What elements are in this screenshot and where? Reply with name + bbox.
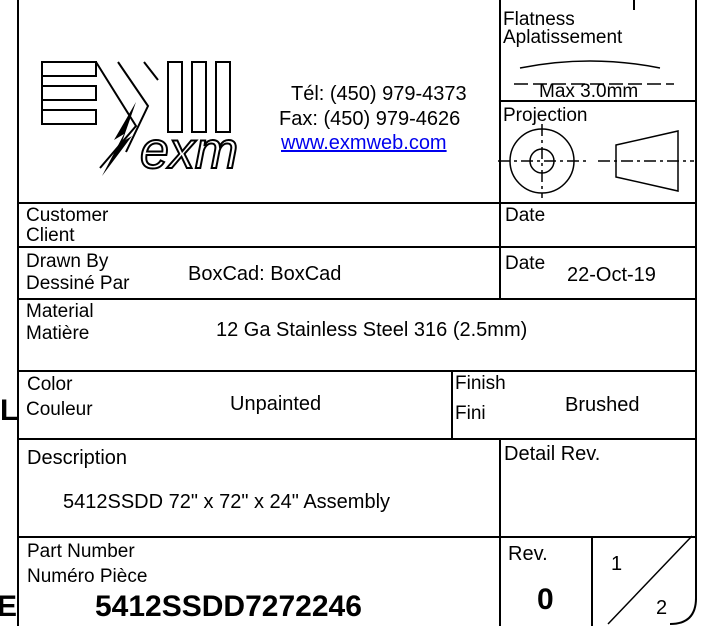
drawn-by-label-fr: Dessiné Par — [26, 273, 130, 294]
finish-divider — [451, 370, 453, 438]
exm-logo: exm — [41, 61, 239, 181]
flatness-label-fr: Aplatissement — [503, 27, 623, 48]
finish-label-fr: Fini — [455, 403, 486, 424]
row-divider-drawn — [17, 246, 697, 248]
company-website-link[interactable]: www.exmweb.com — [281, 132, 447, 154]
projection-label: Projection — [503, 105, 588, 126]
flatness-divider — [499, 100, 697, 102]
row-divider-description — [17, 438, 697, 440]
rev-value: 0 — [537, 583, 554, 616]
row-divider-color — [17, 370, 697, 372]
company-fax: Fax: (450) 979-4626 — [279, 108, 461, 130]
edge-mark-bottom: E — [0, 592, 17, 622]
part-number-label-fr: Numéro Pièce — [27, 566, 148, 587]
color-value: Unpainted — [230, 393, 322, 415]
finish-value: Brushed — [565, 394, 640, 416]
part-number-value: 5412SSDD7272246 — [95, 590, 362, 623]
description-label: Description — [27, 447, 128, 469]
flatness-max-value: Max 3.0mm — [539, 81, 639, 102]
sheet-current: 1 — [611, 553, 623, 575]
color-label-en: Color — [27, 374, 73, 395]
part-number-label-en: Part Number — [27, 541, 135, 562]
third-angle-projection-symbol — [498, 124, 694, 198]
row-divider-material — [17, 298, 697, 300]
description-value: 5412SSDD 72" x 72" x 24" Assembly — [63, 491, 391, 513]
flatness-label-en: Flatness — [503, 9, 575, 30]
material-label-fr: Matière — [26, 323, 90, 344]
date-top-label: Date — [505, 205, 546, 226]
drawn-by-label-en: Drawn By — [26, 251, 109, 272]
row-divider-customer — [17, 202, 697, 204]
customer-label-fr: Client — [26, 225, 75, 246]
sheet-slash-divider — [607, 535, 693, 625]
finish-label-en: Finish — [455, 373, 506, 394]
date-drawn-label: Date — [505, 253, 546, 274]
frame-right-border — [695, 0, 697, 600]
sheet-divider — [591, 536, 593, 626]
detail-rev-divider — [499, 438, 501, 626]
row-divider-part — [17, 536, 697, 538]
detail-rev-label: Detail Rev. — [504, 443, 601, 465]
frame-left-border — [17, 0, 19, 626]
exm-logo-text: exm — [140, 122, 238, 180]
drawn-by-value: BoxCad: BoxCad — [188, 263, 342, 285]
company-phone: Tél: (450) 979-4373 — [291, 83, 467, 105]
material-value: 12 Ga Stainless Steel 316 (2.5mm) — [216, 319, 528, 341]
material-label-en: Material — [26, 301, 94, 322]
customer-label-en: Customer — [26, 205, 109, 226]
flatness-symbol — [514, 60, 674, 85]
sheet-total: 2 — [656, 597, 668, 619]
rev-label: Rev. — [508, 543, 548, 565]
color-label-fr: Couleur — [26, 399, 93, 420]
date-drawn-value: 22-Oct-19 — [567, 264, 656, 286]
right-column-divider-top — [499, 0, 501, 298]
top-right-tick — [633, 0, 635, 10]
edge-mark-top: L — [0, 396, 17, 426]
